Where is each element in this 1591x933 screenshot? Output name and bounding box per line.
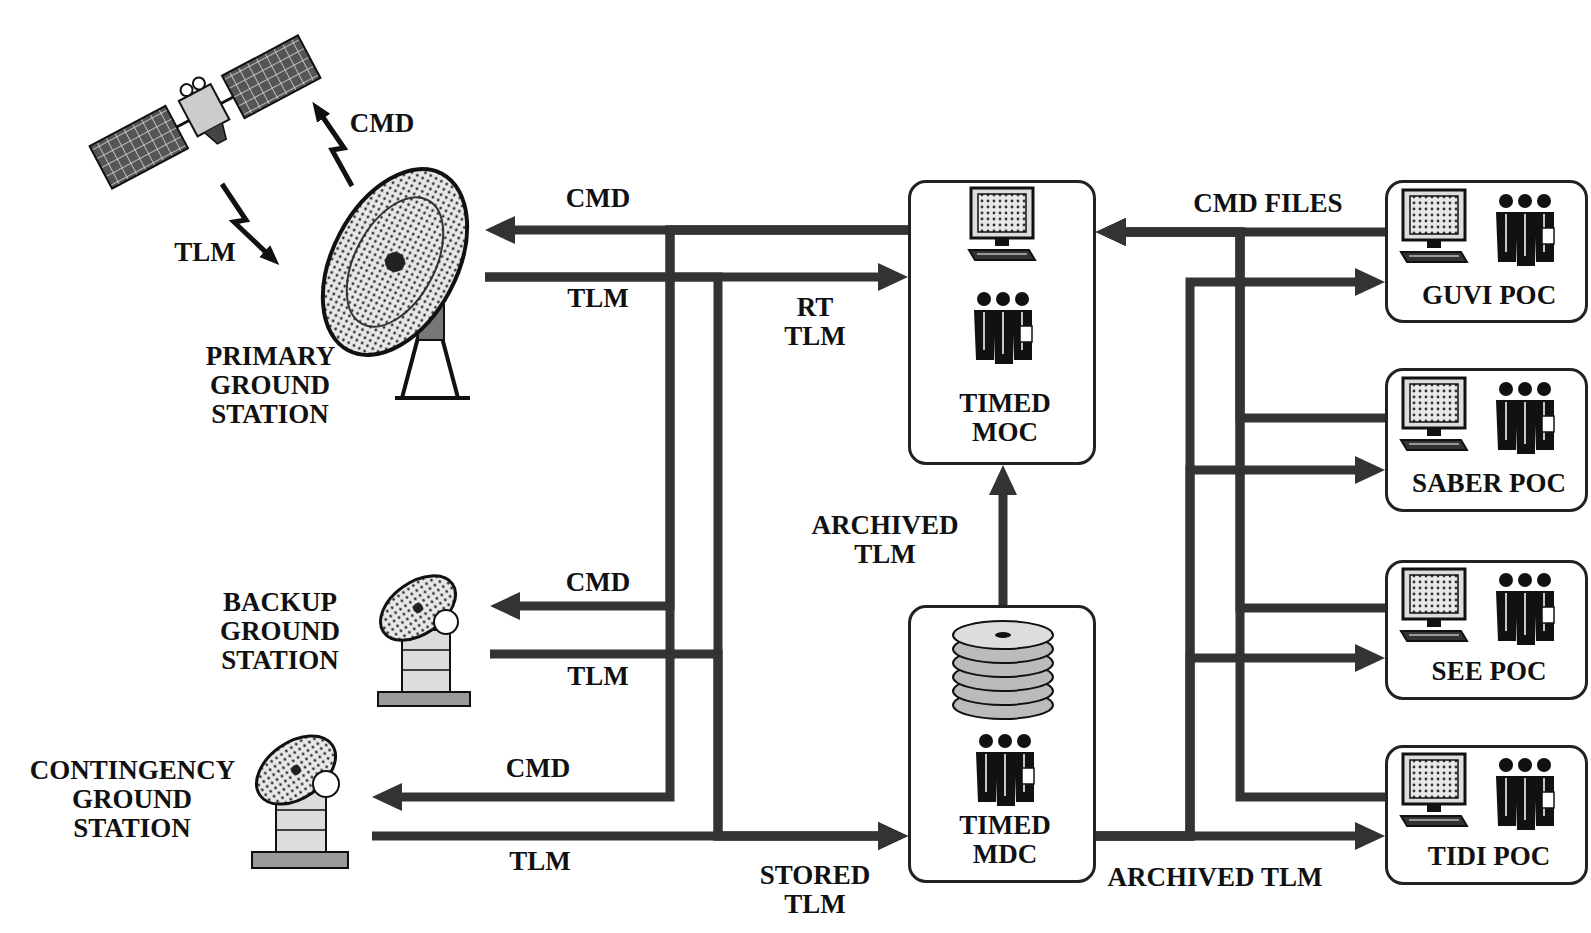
node-text: GUVI POC — [1422, 281, 1556, 310]
flow-label: TLM — [564, 284, 632, 313]
data-center-box: TIMED MDC — [908, 605, 1096, 883]
data-flow-arrow — [1096, 282, 1367, 836]
operations-center-box: TIMED MOC — [908, 180, 1096, 465]
node-text: TIDI POC — [1428, 842, 1550, 871]
payload-center-box: GUVI POC — [1385, 180, 1588, 323]
node-text: BACKUP GROUND STATION — [220, 588, 340, 675]
node-text: PRIMARY GROUND STATION — [206, 342, 335, 429]
computer-icon — [969, 188, 1035, 260]
people-icon — [1496, 382, 1554, 454]
ground-station: PRIMARY GROUND STATION — [195, 140, 485, 440]
flow-label: STORED TLM — [757, 861, 874, 919]
data-flow-arrow — [1114, 232, 1385, 418]
ground-station: CONTINGENCY GROUND STATION — [10, 730, 372, 880]
payload-center-box: SEE POC — [1385, 560, 1588, 700]
node-text: SABER POC — [1412, 469, 1566, 498]
uplink-label: CMD — [347, 109, 417, 138]
computer-icon — [1401, 190, 1467, 262]
data-flow-arrow — [490, 654, 890, 836]
disk-stack — [953, 621, 1053, 719]
people-icon — [976, 734, 1034, 806]
data-flow-arrow — [1114, 232, 1385, 797]
downlink-label: TLM — [171, 238, 239, 267]
flow-label: ARCHIVED TLM — [1105, 863, 1326, 892]
satellite — [85, 27, 325, 198]
flow-label: CMD FILES — [1190, 189, 1345, 218]
people-icon — [1496, 573, 1554, 645]
computer-icon — [1401, 754, 1467, 826]
people-icon — [974, 292, 1032, 364]
contingency-dish — [244, 722, 348, 868]
flow-label: ARCHIVED TLM — [808, 511, 961, 569]
flow-label: TLM — [564, 662, 632, 691]
flow-label: TLM — [506, 847, 574, 876]
node-text: CONTINGENCY GROUND STATION — [30, 756, 235, 843]
data-flow-arrow — [999, 483, 1008, 605]
people-icon — [1496, 758, 1554, 830]
flow-label: CMD — [563, 184, 633, 213]
data-flow-arrow — [1096, 832, 1367, 841]
data-flow-arrow — [372, 832, 890, 841]
people-icon — [1496, 194, 1554, 266]
flow-label: RT TLM — [781, 293, 849, 351]
node-text: TIMED MOC — [959, 389, 1051, 447]
data-flow-arrow — [1114, 232, 1385, 608]
backup-dish — [369, 563, 470, 706]
data-flow-arrow — [1096, 470, 1367, 836]
data-flow-arrow — [1096, 658, 1367, 836]
computer-icon — [1401, 569, 1467, 641]
node-text: SEE POC — [1432, 657, 1547, 686]
payload-center-box: SABER POC — [1385, 368, 1588, 512]
ground-station: BACKUP GROUND STATION — [205, 560, 490, 710]
flow-label: CMD — [503, 754, 573, 783]
computer-icon — [1401, 378, 1467, 450]
node-text: TIMED MDC — [959, 811, 1051, 869]
payload-center-box: TIDI POC — [1385, 745, 1588, 885]
flow-label: CMD — [563, 568, 633, 597]
